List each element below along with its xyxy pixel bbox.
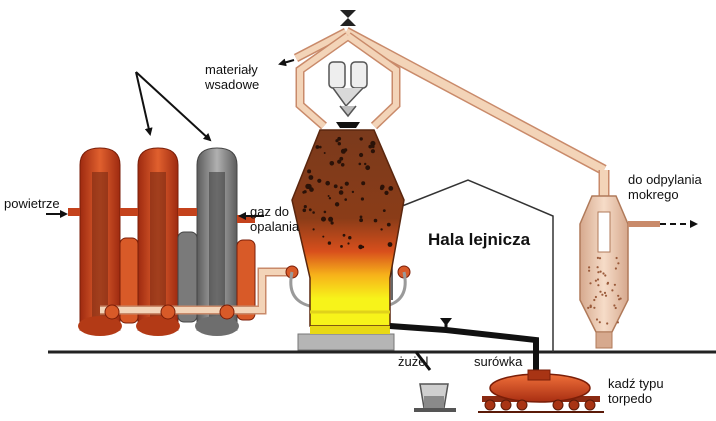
stove-arrow-left bbox=[135, 71, 153, 136]
burden-particles bbox=[302, 136, 394, 250]
blast-furnace-body bbox=[291, 129, 405, 351]
arrows bbox=[46, 58, 698, 228]
heating-gas-label: gaz do opalania bbox=[250, 204, 300, 234]
stove-2 bbox=[137, 147, 179, 334]
gas-uptake bbox=[293, 27, 610, 196]
stove-3 bbox=[196, 147, 238, 334]
materials-label: materiały wsadowe bbox=[205, 62, 260, 92]
torpedo-ladle-label: kadź typu torpedo bbox=[608, 376, 664, 406]
materials-arrow bbox=[278, 58, 295, 67]
furnace-top-frame bbox=[295, 10, 401, 130]
hot-blast-pipe bbox=[100, 265, 411, 320]
dust-catcher bbox=[579, 195, 660, 349]
cast-house-roof bbox=[391, 179, 554, 352]
pig-iron-label: surówka bbox=[474, 354, 523, 369]
stove-arrow-right bbox=[135, 71, 212, 142]
slag-label: żużel bbox=[398, 354, 429, 369]
torpedo-ladle-car bbox=[478, 369, 604, 413]
hot-blast-stoves bbox=[68, 147, 256, 336]
air-label: powietrze bbox=[4, 196, 60, 211]
wet-dedusting-label: do odpylania mokrego bbox=[628, 172, 702, 202]
tapping-runners bbox=[389, 318, 539, 392]
slag-pot bbox=[414, 383, 456, 412]
dust-particles bbox=[587, 256, 622, 325]
cast-house-label: Hala lejnicza bbox=[428, 230, 531, 249]
